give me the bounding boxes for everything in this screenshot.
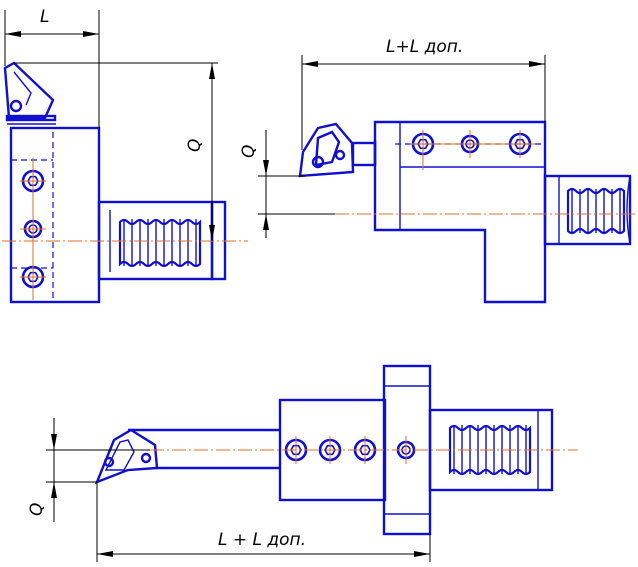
- dimension-arrow-icon: [83, 31, 99, 37]
- dimension-arrow-icon: [529, 61, 545, 67]
- dimension-arrow-icon: [414, 551, 430, 557]
- dimension-label-l: L: [40, 7, 49, 27]
- dimension-arrow-icon: [209, 63, 215, 79]
- dimension-arrow-icon: [97, 551, 113, 557]
- dimension-arrow-icon: [209, 225, 215, 241]
- dimension-label-q: Q: [27, 503, 47, 516]
- thread-left: [118, 218, 202, 268]
- view-bottom: L + L доп. Q: [27, 364, 578, 562]
- dimension-arrow-icon: [5, 31, 21, 37]
- view-top-right: L+L доп. Q: [239, 37, 638, 304]
- view-top-left: L Q: [2, 7, 248, 304]
- dimension-label-l-plus-ldop-bottom: L + L доп.: [218, 530, 306, 550]
- dimension-arrow-icon: [51, 482, 57, 498]
- dimension-arrow-icon: [263, 160, 269, 176]
- thread-right: [566, 175, 631, 245]
- dimension-arrow-icon: [51, 434, 57, 450]
- insert-head-bottom: [94, 428, 159, 485]
- dimension-label-q: Q: [185, 139, 205, 152]
- dimension-label-q: Q: [239, 145, 259, 158]
- dimension-label-l-plus-ldop-top: L+L доп.: [386, 37, 463, 57]
- shank-right: [543, 174, 632, 246]
- dimension-arrow-icon: [263, 214, 269, 230]
- insert-head-right: [298, 122, 377, 178]
- dimension-arrow-icon: [302, 61, 318, 67]
- insert-head-left: [3, 61, 57, 125]
